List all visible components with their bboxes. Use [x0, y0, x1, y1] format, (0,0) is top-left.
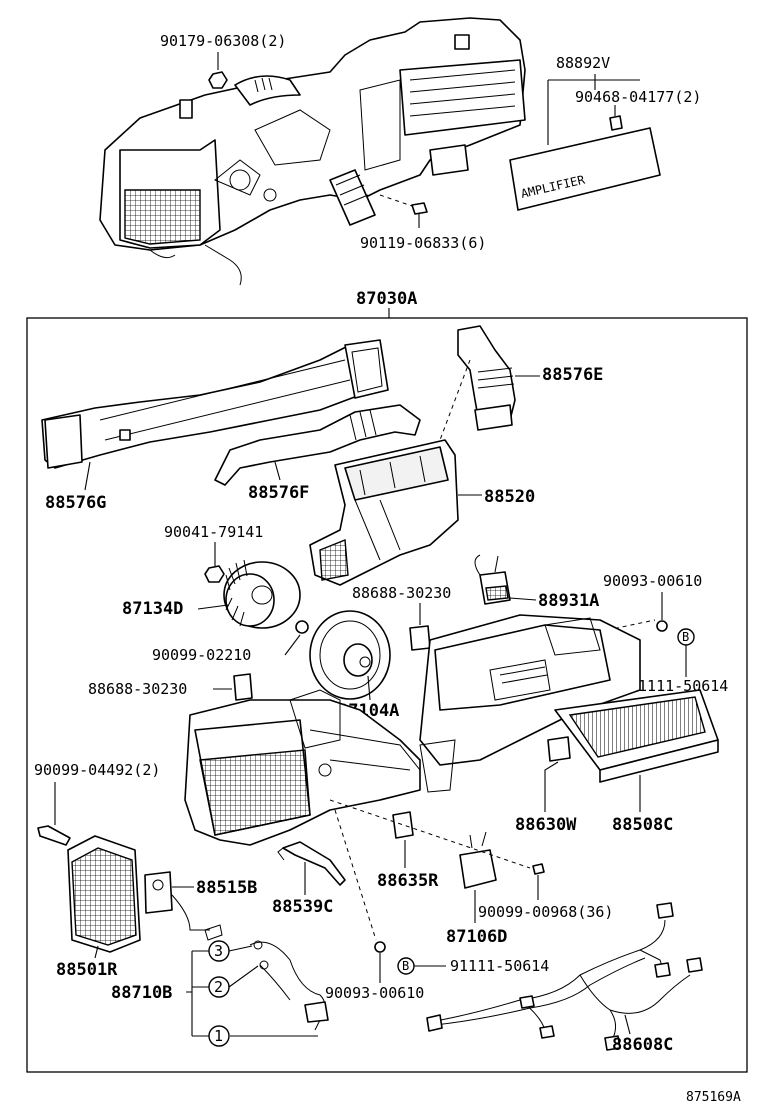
leader-90099-02210	[284, 634, 301, 656]
hardware-90099-00968-screw	[532, 863, 545, 900]
leader-88576F	[274, 461, 281, 481]
label-90099-00968: 90099-00968(36)	[478, 903, 613, 921]
label-90179-06308: 90179-06308(2)	[160, 32, 286, 50]
harness-88710B	[230, 940, 329, 1037]
hardware-90093-b	[374, 941, 386, 953]
hardware-90119-screw	[379, 194, 428, 228]
leader-88931A	[509, 597, 537, 601]
label-88931A: 88931A	[538, 591, 599, 611]
label-90468-04177: 90468-04177(2)	[575, 88, 701, 106]
callout-2-text: 2	[214, 978, 223, 996]
resistor-88931A	[474, 554, 511, 605]
diagram-id: 875169A	[686, 1090, 741, 1105]
valve-88515B	[144, 871, 223, 941]
hardware-90041-nut	[204, 565, 225, 583]
dash-90093-b	[334, 809, 377, 941]
harness-88608C	[426, 902, 703, 1051]
case-lower-left	[184, 689, 456, 846]
duct-88576E	[457, 325, 516, 431]
label-90041-79141: 90041-79141	[164, 523, 263, 541]
case-88520	[309, 439, 459, 586]
label-88608C: 88608C	[612, 1035, 673, 1055]
label-88501R: 88501R	[56, 960, 118, 980]
label-90093-00610-a: 90093-00610	[603, 572, 702, 590]
hardware-90099-02210	[295, 620, 309, 634]
amplifier-panel: AMPLIFIER	[509, 127, 661, 211]
assembly-label-87030A: 87030A	[356, 289, 417, 309]
leader-88576G	[84, 461, 91, 491]
duct-88576G	[41, 339, 389, 469]
label-88576F: 88576F	[248, 483, 309, 503]
leader-87104A	[367, 675, 371, 701]
filter-88508C	[554, 689, 719, 783]
label-88688-30230-a: 88688-30230	[352, 584, 451, 602]
label-88520: 88520	[484, 487, 535, 507]
label-88710B: 88710B	[111, 983, 172, 1003]
leader-88630W	[544, 761, 559, 812]
label-88539C: 88539C	[272, 897, 333, 917]
part-88630W	[547, 736, 571, 762]
dash-88576E	[439, 359, 471, 441]
label-91111-50614-a: 91111-50614	[629, 677, 728, 695]
callout-B-2-text: B	[402, 959, 409, 973]
leader-87134D	[197, 604, 229, 610]
label-87134D: 87134D	[122, 599, 183, 619]
leader-88501R	[94, 945, 99, 959]
leader-88608C	[624, 1014, 631, 1035]
label-88688-30230-b: 88688-30230	[88, 680, 187, 698]
hardware-90099-04492-bolt	[37, 782, 71, 846]
label-88892V: 88892V	[556, 54, 610, 72]
label-88630W: 88630W	[515, 815, 577, 835]
label-88576G: 88576G	[45, 493, 106, 513]
label-90099-02210: 90099-02210	[152, 646, 251, 664]
hardware-90093-a	[656, 620, 668, 632]
hardware-90468-screw	[609, 105, 623, 131]
bracket-88688-b	[233, 673, 253, 701]
case-lower-right	[419, 614, 641, 766]
servo-87106D	[459, 831, 497, 889]
label-88508C: 88508C	[612, 815, 673, 835]
label-90119-06833: 90119-06833(6)	[360, 234, 486, 252]
hose-88539C	[277, 841, 346, 886]
label-88515B: 88515B	[196, 878, 257, 898]
hardware-90179-nut	[208, 52, 228, 89]
leader-88710B	[186, 945, 259, 1037]
assembly-frame	[26, 317, 748, 1073]
bracket-88688-a	[409, 625, 431, 651]
label-91111-50614-b: 91111-50614	[450, 957, 549, 975]
label-90093-00610-b: 90093-00610	[325, 984, 424, 1002]
label-87106D: 87106D	[446, 927, 507, 947]
callout-1-text: 1	[214, 1027, 223, 1045]
callout-B-1-text: B	[682, 630, 689, 644]
leader-88892V	[547, 74, 640, 145]
top-heater-assembly	[99, 17, 526, 286]
part-88635R	[392, 811, 414, 839]
label-88635R: 88635R	[377, 871, 439, 891]
fan-87134D	[223, 559, 301, 629]
label-88576E: 88576E	[542, 365, 603, 385]
dash-90099-00968	[329, 799, 531, 869]
label-90099-04492: 90099-04492(2)	[34, 761, 160, 779]
motor-87104A	[309, 610, 391, 700]
callout-3-text: 3	[214, 942, 223, 960]
evaporator-88501R	[67, 835, 141, 953]
duct-88576F	[214, 404, 421, 486]
